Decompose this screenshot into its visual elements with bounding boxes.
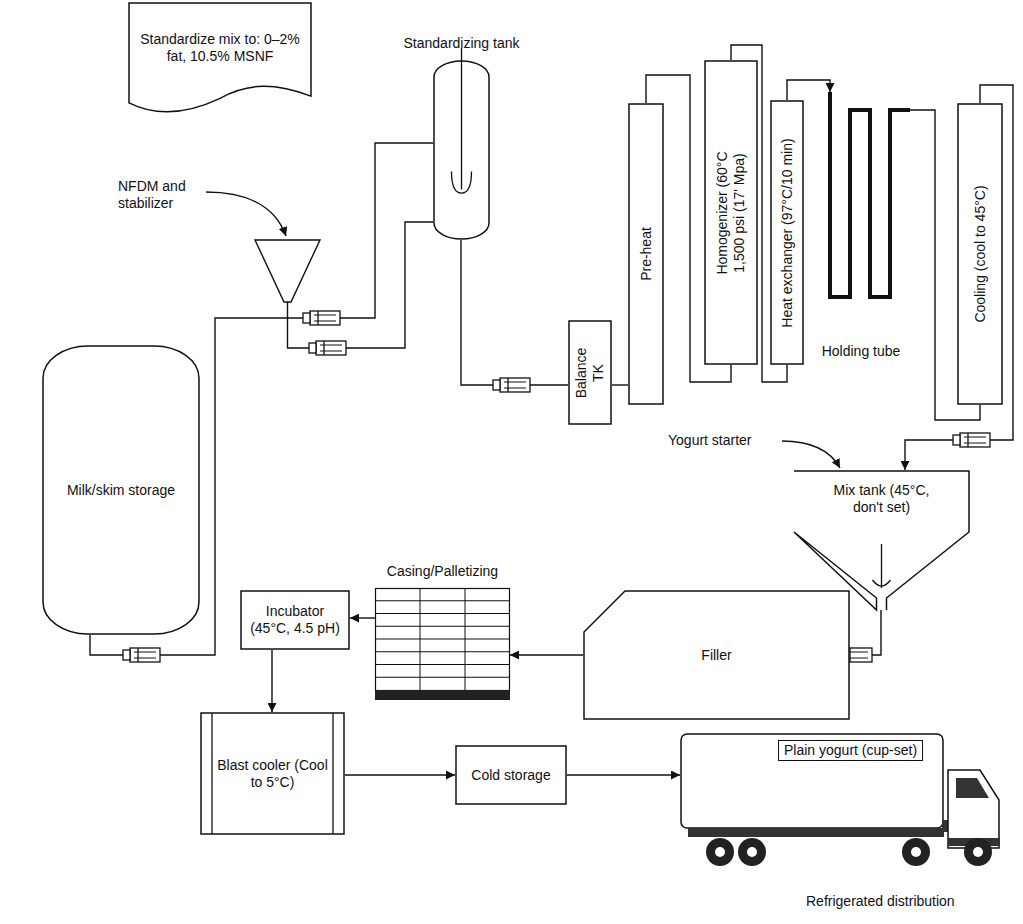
drawing-stroke xyxy=(375,664,510,665)
flow-connector xyxy=(567,774,680,775)
drawing-stroke xyxy=(241,591,349,649)
node-label: Plain yogurt (cup-set) xyxy=(778,740,923,761)
drawing-stroke xyxy=(629,104,663,404)
drawing-stroke xyxy=(958,104,1002,404)
cooling-box: Cooling (cool to 45°C) xyxy=(957,103,1003,405)
blast-cooler-box: Blast cooler (Cool to 5°C) xyxy=(200,712,345,835)
holding-tube-outline xyxy=(812,92,910,327)
note-shape: Standardize mix to: 0–2% fat, 10.5% MSNF xyxy=(128,2,312,114)
node-label: Standardizing tank xyxy=(404,35,520,52)
cold-storage-box: Cold storage xyxy=(455,745,567,805)
flow-connector xyxy=(612,384,628,385)
drawing-stroke xyxy=(493,378,530,392)
drawing-stroke xyxy=(738,838,766,866)
drawing-stroke xyxy=(911,847,921,857)
node-label: Balance TK xyxy=(573,341,607,405)
node-label: Incubator (45°C, 4.5 pH) xyxy=(244,603,346,637)
free-label: Refrigerated distribution xyxy=(806,893,1006,910)
drawing-stroke xyxy=(309,341,346,355)
balance-tank: Balance TK xyxy=(568,320,612,425)
node-label: Standardize mix to: 0–2% fat, 10.5% MSNF xyxy=(140,31,300,65)
drawing-stroke xyxy=(303,311,340,325)
flow-connector xyxy=(345,774,455,775)
drawing-stroke xyxy=(873,544,891,588)
mix-tank: Mix tank (45°C, don't set) xyxy=(793,470,970,610)
drawing-stroke xyxy=(569,321,611,424)
drawing-stroke xyxy=(456,746,566,804)
flow-connector xyxy=(271,650,272,712)
drawing-stroke xyxy=(902,838,930,866)
node-label: Cooling (cool to 45°C) xyxy=(972,114,989,394)
node-label: Blast cooler (Cool to 5°C) xyxy=(216,757,329,791)
drawing-stroke xyxy=(332,713,333,834)
drawing-stroke xyxy=(375,690,510,700)
incubator-box: Incubator (45°C, 4.5 pH) xyxy=(240,590,350,650)
drawing-stroke xyxy=(206,192,286,236)
drawing-stroke xyxy=(706,838,734,866)
drawing-stroke xyxy=(705,61,757,364)
storage-tank: Milk/skim storage xyxy=(42,345,200,635)
drawing-stroke xyxy=(375,651,510,652)
holding-tube: Holding tube xyxy=(812,92,910,327)
drawing-stroke xyxy=(956,778,989,798)
drawing-stroke xyxy=(948,770,999,848)
filler-machine: Filler xyxy=(583,590,850,720)
delivery-truck: Plain yogurt (cup-set) xyxy=(680,730,1002,870)
drawing-stroke xyxy=(255,240,320,302)
drawing-stroke xyxy=(211,713,212,834)
drawing-stroke xyxy=(376,589,510,691)
drawing-stroke xyxy=(782,441,840,468)
drawing-stroke xyxy=(688,828,944,837)
drawing-stroke xyxy=(681,734,943,828)
drawing-stroke xyxy=(830,92,910,297)
standardizing-tank-outline xyxy=(433,60,490,240)
preheat-box: Pre-heat xyxy=(628,103,664,405)
flow-connector xyxy=(510,654,583,655)
free-label: NFDM and stabilizer xyxy=(118,178,213,212)
node-label: Casing/Palletizing xyxy=(387,563,498,580)
drawing-stroke xyxy=(375,677,510,678)
pallet-grid-outline xyxy=(375,588,510,700)
heat-exchanger-box: Heat exchanger (97°C/10 min) xyxy=(770,100,804,365)
drawing-stroke xyxy=(375,600,510,601)
drawing-stroke xyxy=(123,648,160,662)
drawing-stroke xyxy=(953,433,990,447)
drawing-stroke xyxy=(201,713,344,834)
drawing-stroke xyxy=(794,471,969,610)
node-label: Filler xyxy=(701,647,731,664)
node-label: Homogenizer (60°C 1,500 psi (17' Mpa) xyxy=(714,138,748,288)
node-label: Milk/skim storage xyxy=(67,482,175,499)
drawing-stroke xyxy=(420,588,421,690)
drawing-stroke xyxy=(129,3,311,112)
drawing-stroke xyxy=(973,847,983,857)
flow-connector xyxy=(787,80,830,100)
node-label: Holding tube xyxy=(822,343,901,360)
flow-connector xyxy=(350,617,375,618)
flow-connector xyxy=(905,85,1013,470)
drawing-stroke xyxy=(287,302,288,318)
standardizing-tank: Standardizing tank xyxy=(433,60,490,240)
node-label: Pre-heat xyxy=(638,114,655,394)
drawing-stroke xyxy=(288,222,434,348)
drawing-stroke xyxy=(715,847,725,857)
flow-connector xyxy=(461,240,568,385)
drawing-stroke xyxy=(964,838,992,866)
drawing-stroke xyxy=(452,48,472,193)
node-label: Mix tank (45°C, don't set) xyxy=(834,482,930,516)
drawing-stroke xyxy=(375,626,510,627)
drawing-stroke xyxy=(771,101,803,364)
node-label: Cold storage xyxy=(471,767,550,784)
drawing-stroke xyxy=(747,847,757,857)
drawing-stroke xyxy=(465,588,466,690)
drawing-stroke xyxy=(375,613,510,614)
node-label: Heat exchanger (97°C/10 min) xyxy=(779,108,796,358)
homogenizer-box: Homogenizer (60°C 1,500 psi (17' Mpa) xyxy=(704,60,758,365)
free-label: Yogurt starter xyxy=(668,432,788,449)
pallet-grid: Casing/Palletizing xyxy=(375,588,510,700)
drawing-stroke xyxy=(43,346,199,634)
drawing-stroke xyxy=(375,639,510,640)
drawing-stroke xyxy=(584,591,849,719)
